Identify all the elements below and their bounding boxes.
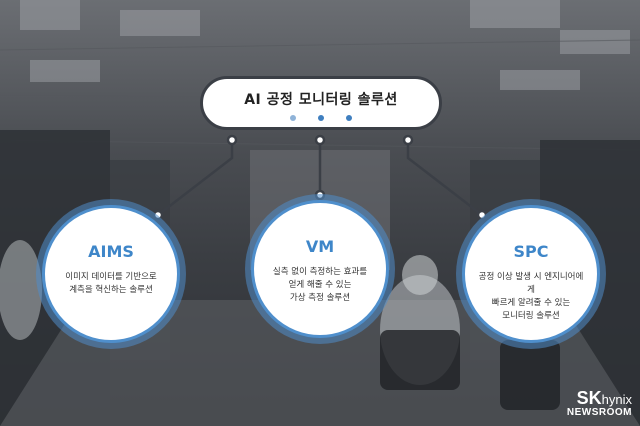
connector-node	[402, 134, 414, 146]
connector-node	[226, 134, 238, 146]
logo-sub: hynix	[601, 392, 632, 407]
node-aims: AIMS 이미지 데이터를 기반으로 계측을 혁신하는 솔루션	[42, 205, 180, 343]
title-dots	[290, 115, 352, 121]
node-spc: SPC 공정 이상 발생 시 엔지니어에게 빠르게 알려줄 수 있는 모니터링 …	[462, 205, 600, 343]
logo-channel: NEWSROOM	[566, 407, 632, 418]
node-title: SPC	[513, 242, 549, 261]
connector-node	[152, 209, 164, 221]
connector-node	[314, 134, 326, 146]
node-title: VM	[305, 237, 335, 256]
node-description: 이미지 데이터를 기반으로 계측을 혁신하는 솔루션	[65, 272, 157, 295]
node-description: 실측 없이 측정하는 효과를 얻게 해줄 수 있는 가상 측정 솔루션	[272, 267, 368, 303]
connector-node	[314, 189, 326, 201]
logo-brand: SK	[576, 388, 602, 408]
dot	[318, 115, 324, 121]
connector-spc	[406, 140, 483, 216]
title-box: AI 공정 모니터링 솔루션	[200, 76, 442, 130]
node-description: 공정 이상 발생 시 엔지니어에게 빠르게 알려줄 수 있는 모니터링 솔루션	[478, 272, 584, 321]
connector-node	[476, 209, 488, 221]
dot	[290, 115, 296, 121]
dot	[346, 115, 352, 121]
diagram-title: AI 공정 모니터링 솔루션	[244, 92, 398, 108]
connector-aims	[157, 140, 234, 216]
node-title: AIMS	[88, 242, 134, 261]
node-vm: VM 실측 없이 측정하는 효과를 얻게 해줄 수 있는 가상 측정 솔루션	[251, 200, 389, 338]
sk-hynix-newsroom-logo: SKhynix NEWSROOM	[567, 388, 632, 418]
